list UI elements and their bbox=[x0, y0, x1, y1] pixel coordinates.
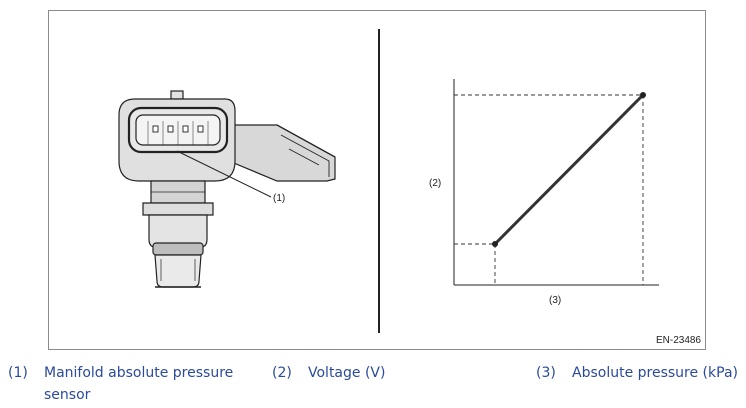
x-axis-label: (3) bbox=[549, 295, 561, 306]
legend-text: Voltage (V) bbox=[308, 365, 386, 381]
low-endpoint bbox=[492, 241, 498, 247]
legend-number: (2) bbox=[272, 365, 292, 381]
legend-text: Absolute pressure (kPa) bbox=[572, 365, 738, 381]
dashed-guides bbox=[454, 94, 644, 285]
sensor-callout-label: (1) bbox=[273, 193, 285, 204]
legend: (1) Manifold absolute pressure sensor (2… bbox=[0, 362, 746, 408]
figure-id: EN-23486 bbox=[655, 335, 701, 346]
legend-text: Manifold absolute pressure sensor bbox=[44, 365, 234, 403]
legend-number: (1) bbox=[8, 365, 28, 381]
figure-drawing: (1) (2) (3) bbox=[118, 29, 659, 333]
voltage-pressure-graph: (2) (3) bbox=[429, 79, 659, 306]
sensor-illustration bbox=[118, 90, 336, 288]
figure-panel: (1) (2) (3) EN-23486 bbox=[48, 10, 706, 350]
high-endpoint bbox=[640, 92, 646, 98]
characteristic-line bbox=[493, 93, 645, 246]
sensor-leader-line bbox=[176, 150, 272, 198]
y-axis-label: (2) bbox=[429, 178, 441, 189]
legend-number: (3) bbox=[536, 365, 556, 381]
